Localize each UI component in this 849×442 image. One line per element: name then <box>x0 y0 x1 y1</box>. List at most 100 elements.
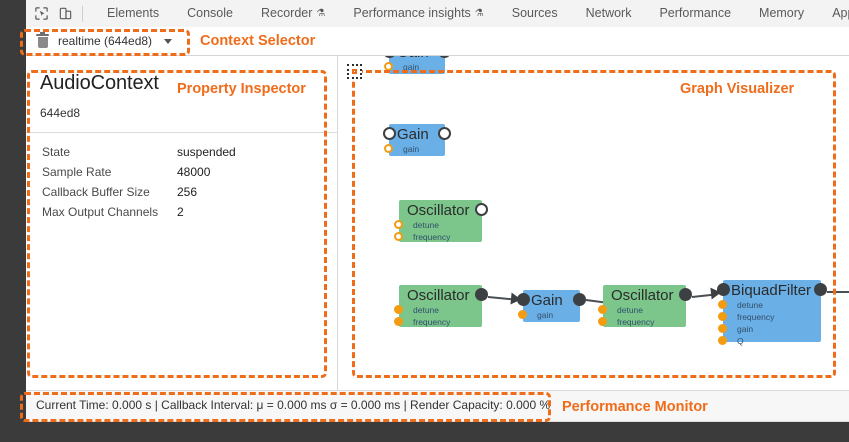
context-id: 644ed8 <box>40 106 81 120</box>
graph-node-input-port[interactable] <box>717 283 730 296</box>
context-selector[interactable]: realtime (644ed8) <box>26 31 173 49</box>
devtools-tabbar: Elements Console Recorder⚗ Performance i… <box>26 0 849 28</box>
graph-node-param-port[interactable] <box>718 324 727 333</box>
flask-icon: ⚗ <box>474 8 484 19</box>
graph-node-label: Oscillator <box>611 287 674 304</box>
graph-node-param-port[interactable] <box>518 310 527 319</box>
tab-recorder[interactable]: Recorder⚗ <box>247 0 339 27</box>
graph-visualizer-canvas[interactable]: GaingainGaingainOscillatordetunefrequenc… <box>338 56 849 390</box>
annotation-box-performance-monitor <box>20 392 551 422</box>
graph-node-param-label: frequency <box>413 317 451 327</box>
table-row: State suspended <box>42 143 236 161</box>
graph-node-param-label: detune <box>617 305 643 315</box>
tab-performance[interactable]: Performance <box>645 0 745 27</box>
graph-node-param-label: detune <box>413 305 439 315</box>
graph-node-param-port[interactable] <box>718 336 727 345</box>
page-gutter <box>0 0 26 442</box>
property-value: 2 <box>177 205 184 219</box>
graph-node-param-label: frequency <box>737 312 775 322</box>
graph-node-output-port[interactable] <box>475 288 488 301</box>
graph-node-label: Oscillator <box>407 287 470 304</box>
tab-memory[interactable]: Memory <box>745 0 818 27</box>
graph-node-label: Gain <box>397 126 429 143</box>
property-key: Sample Rate <box>42 165 112 179</box>
graph-node-output-port[interactable] <box>475 203 488 216</box>
graph-node-param-label: frequency <box>617 317 655 327</box>
graph-node-param-port[interactable] <box>718 312 727 321</box>
chevron-down-icon[interactable] <box>164 38 173 44</box>
tab-console[interactable]: Console <box>173 0 247 27</box>
annotation-label-graph-visualizer: Graph Visualizer <box>680 81 795 97</box>
performance-monitor-text: Current Time: 0.000 s | Callback Interva… <box>36 398 551 412</box>
property-value: 256 <box>177 185 198 199</box>
graph-node-param-port[interactable] <box>394 232 403 241</box>
graph-edge <box>827 291 849 293</box>
graph-node-label: Gain <box>397 56 429 61</box>
annotation-box-property-inspector <box>27 70 327 378</box>
tab-elements-label: Elements <box>107 6 160 20</box>
graph-node-param-port[interactable] <box>384 144 393 153</box>
graph-node-param-port[interactable] <box>394 220 403 229</box>
graph-node-input-port[interactable] <box>517 293 530 306</box>
selection-handle[interactable] <box>347 64 362 79</box>
graph-node-param-port[interactable] <box>598 317 607 326</box>
tab-list: Elements Console Recorder⚗ Performance i… <box>93 0 849 27</box>
tab-network[interactable]: Network <box>572 0 646 27</box>
tab-sources[interactable]: Sources <box>498 0 572 27</box>
graph-node-param-label: detune <box>737 300 763 310</box>
graph-node-output-port[interactable] <box>679 288 692 301</box>
table-row: Sample Rate 48000 <box>42 163 236 181</box>
divider <box>26 132 337 133</box>
graph-node-input-port[interactable] <box>383 127 396 140</box>
property-value: suspended <box>177 145 236 159</box>
page-bottom-dark-strip <box>0 422 849 442</box>
property-key: State <box>42 145 71 159</box>
graph-node-param-label: gain <box>537 310 554 320</box>
property-key: Callback Buffer Size <box>42 185 150 199</box>
tab-console-label: Console <box>187 6 233 20</box>
tab-recorder-label: Recorder <box>260 6 313 20</box>
tab-network-label: Network <box>585 6 632 20</box>
graph-node-label: Oscillator <box>407 202 470 219</box>
tab-performance-insights-label: Performance insights <box>353 6 471 20</box>
toolbar-divider <box>82 5 83 22</box>
annotation-label-context-selector: Context Selector <box>200 33 316 49</box>
table-row: Callback Buffer Size 256 <box>42 183 236 201</box>
graph-node-label: BiquadFilter <box>731 282 812 299</box>
tab-memory-label: Memory <box>759 6 805 20</box>
graph-node-param-label: gain <box>403 144 420 154</box>
tab-application[interactable]: Applicatio <box>818 0 849 27</box>
property-value: 48000 <box>177 165 211 179</box>
graph-node-param-port[interactable] <box>718 300 727 309</box>
annotation-label-property-inspector: Property Inspector <box>177 81 306 97</box>
tab-application-label: Applicatio <box>832 6 849 20</box>
context-selector-value: realtime (644ed8) <box>58 34 153 48</box>
inspect-element-icon[interactable] <box>30 4 52 24</box>
graph-node-param-port[interactable] <box>394 305 403 314</box>
tab-elements[interactable]: Elements <box>93 0 173 27</box>
trash-icon[interactable] <box>36 31 49 49</box>
tab-sources-label: Sources <box>511 6 558 20</box>
annotation-box-context-selector <box>20 29 190 56</box>
tab-performance-insights[interactable]: Performance insights⚗ <box>339 0 497 27</box>
graph-node-param-label: gain <box>737 324 754 334</box>
graph-node-output-port[interactable] <box>814 283 827 296</box>
device-toolbar-icon[interactable] <box>54 4 76 24</box>
flask-icon: ⚗ <box>316 8 326 19</box>
graph-node-param-label: gain <box>403 62 420 72</box>
graph-node-param-port[interactable] <box>394 317 403 326</box>
graph-node-param-label: Q <box>737 336 744 346</box>
tab-performance-label: Performance <box>659 6 732 20</box>
graph-node-param-port[interactable] <box>598 305 607 314</box>
graph-node-output-port[interactable] <box>438 127 451 140</box>
graph-node-output-port[interactable] <box>573 293 586 306</box>
